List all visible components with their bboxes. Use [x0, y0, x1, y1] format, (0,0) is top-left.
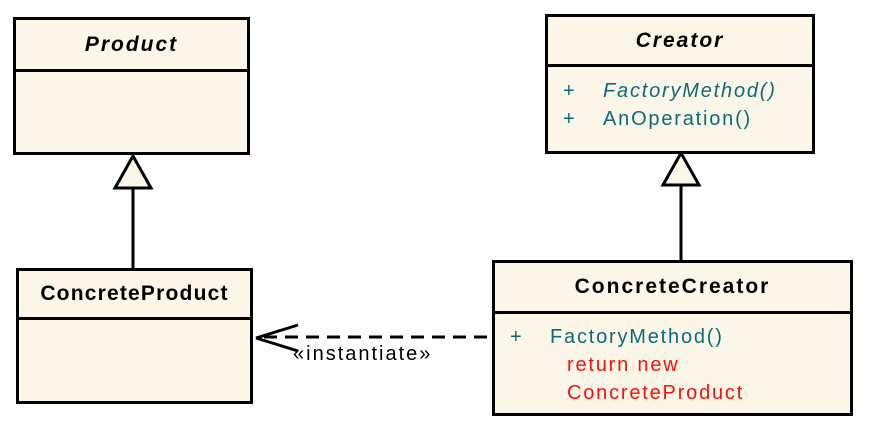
class-creator-name: Creator: [548, 17, 812, 67]
class-product-name: Product: [16, 20, 247, 72]
class-concretecreator-body: + FactoryMethod() return new ConcreteProd…: [495, 314, 850, 413]
class-product-body: [16, 72, 247, 152]
method-signature: FactoryMethod(): [550, 326, 724, 348]
method-factorymethod: + FactoryMethod(): [563, 77, 812, 105]
visibility-marker: +: [510, 326, 524, 348]
method-signature: AnOperation(): [603, 108, 753, 130]
class-concretecreator: ConcreteCreator + FactoryMethod() return …: [492, 260, 853, 416]
method-factorymethod: + FactoryMethod(): [510, 323, 850, 351]
open-arrowhead-icon: [255, 336, 299, 353]
class-concreteproduct-name: ConcreteProduct: [19, 271, 250, 320]
instantiate-label: «instantiate»: [293, 343, 433, 365]
class-concreteproduct-body: [19, 320, 250, 401]
class-concreteproduct: ConcreteProduct: [16, 268, 253, 404]
class-creator-body: + FactoryMethod() + AnOperation(): [548, 67, 812, 151]
visibility-marker: +: [563, 108, 577, 130]
generalization-concretecreator-to-creator: [660, 149, 702, 260]
instantiate-dependency-arrow: [255, 323, 492, 353]
class-creator: Creator + FactoryMethod() + AnOperation(): [545, 14, 815, 154]
visibility-marker: +: [563, 80, 577, 102]
method-anoperation: + AnOperation(): [563, 105, 812, 133]
class-product: Product: [13, 17, 250, 155]
method-signature: FactoryMethod(): [603, 80, 777, 102]
class-concretecreator-name: ConcreteCreator: [495, 263, 850, 314]
generalization-triangle-icon: [112, 152, 154, 190]
method-code-note-line: ConcreteProduct: [567, 382, 745, 404]
generalization-triangle-icon: [660, 149, 702, 187]
open-arrowhead-icon: [255, 323, 299, 340]
method-code-note-line: return new: [567, 354, 680, 376]
generalization-concreteproduct-to-product: [112, 152, 154, 268]
